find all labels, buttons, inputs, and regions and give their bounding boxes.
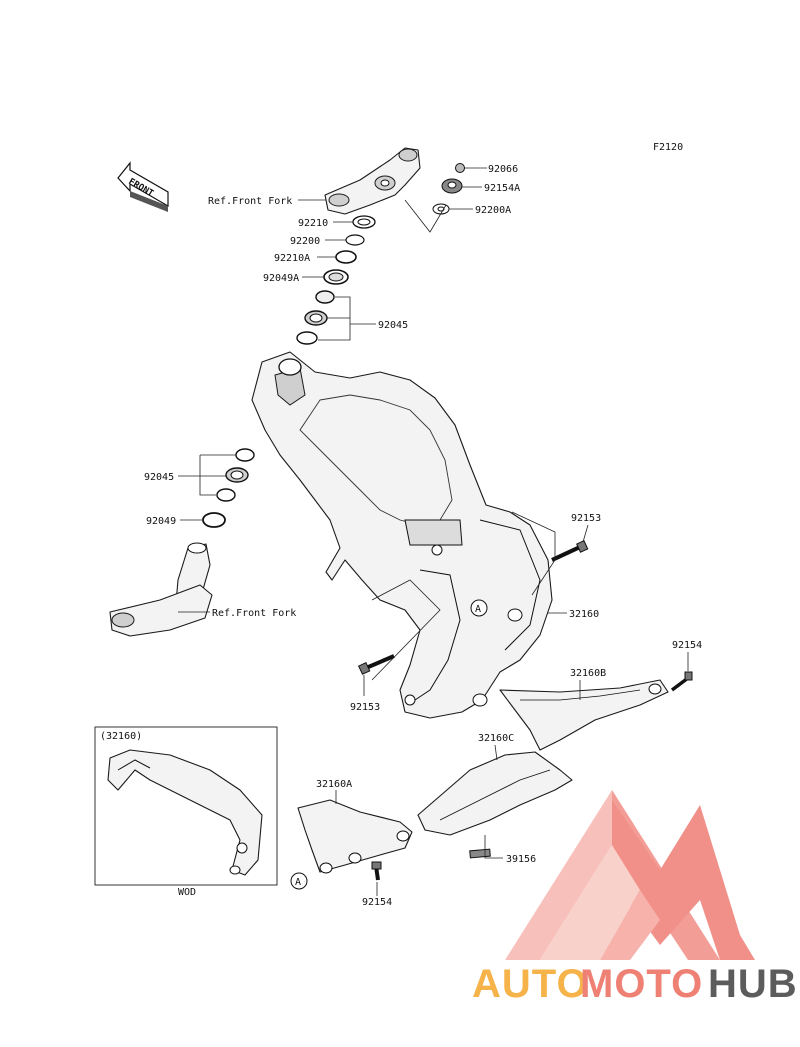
subframe-32160C	[417, 751, 573, 836]
label-ref-front-fork-top: Ref.Front Fork	[208, 196, 292, 207]
label-ref-front-fork-bottom: Ref.Front Fork	[212, 608, 296, 619]
label-92200A: 92200A	[475, 205, 511, 216]
pad-39156	[469, 848, 491, 859]
bolt-92153-bottom	[358, 654, 395, 675]
subframe-32160A	[297, 799, 413, 874]
bolt-92154-bottom	[371, 861, 382, 881]
ref-marker-a-bracket: A	[290, 872, 308, 890]
label-92066: 92066	[488, 164, 518, 175]
bearing-stack-lower	[202, 448, 255, 528]
washer-92200A	[432, 203, 450, 215]
label-92200: 92200	[290, 236, 320, 247]
label-92049A: 92049A	[263, 273, 299, 284]
subframe-32160B	[499, 679, 669, 751]
label-92154-right: 92154	[672, 640, 702, 651]
ref-marker-letter: A	[475, 604, 481, 615]
figure-code: F2120	[653, 142, 683, 153]
wordmark-auto: AUTO	[472, 962, 589, 1006]
callout-labels: Ref.Front Fork 92066 92154A 92200A 92210…	[144, 164, 702, 908]
wordmark-moto: MOTO	[580, 962, 703, 1006]
stem-nut-92066	[455, 163, 465, 173]
label-92210A: 92210A	[274, 253, 310, 264]
main-frame-32160	[251, 351, 553, 719]
label-32160: 32160	[569, 609, 599, 620]
leader-lines	[178, 167, 689, 896]
label-92045-top: 92045	[378, 320, 408, 331]
label-92210: 92210	[298, 218, 328, 229]
label-92045-left: 92045	[144, 472, 174, 483]
inset-frame-view: (32160) WOD	[94, 726, 278, 898]
label-32160C: 32160C	[478, 733, 514, 744]
upper-triple-clamp	[324, 147, 421, 215]
label-92154-bottom: 92154	[362, 897, 392, 908]
bearing-stack-upper	[296, 215, 376, 345]
label-32160A: 32160A	[316, 779, 352, 790]
lower-triple-clamp	[109, 542, 213, 637]
inset-caption: WOD	[178, 887, 196, 898]
label-92049: 92049	[146, 516, 176, 527]
ref-marker-a-frame: A	[470, 599, 488, 617]
label-92153-right: 92153	[571, 513, 601, 524]
front-direction-arrow: FRONT	[117, 161, 169, 212]
stem-nut-92154A	[441, 178, 463, 194]
label-92153-bottom: 92153	[350, 702, 380, 713]
automotohub-wordmark: AUTO MOTO HUB	[472, 962, 798, 1006]
inset-title: (32160)	[100, 731, 142, 742]
ref-marker-letter-2: A	[295, 877, 301, 888]
bolt-92153-right	[551, 540, 589, 562]
label-39156: 39156	[506, 854, 536, 865]
label-92154A: 92154A	[484, 183, 520, 194]
automotohub-logo-mark	[505, 790, 755, 960]
label-32160B: 32160B	[570, 668, 606, 679]
wordmark-hub: HUB	[708, 962, 798, 1006]
bolt-92154-right	[670, 671, 693, 692]
